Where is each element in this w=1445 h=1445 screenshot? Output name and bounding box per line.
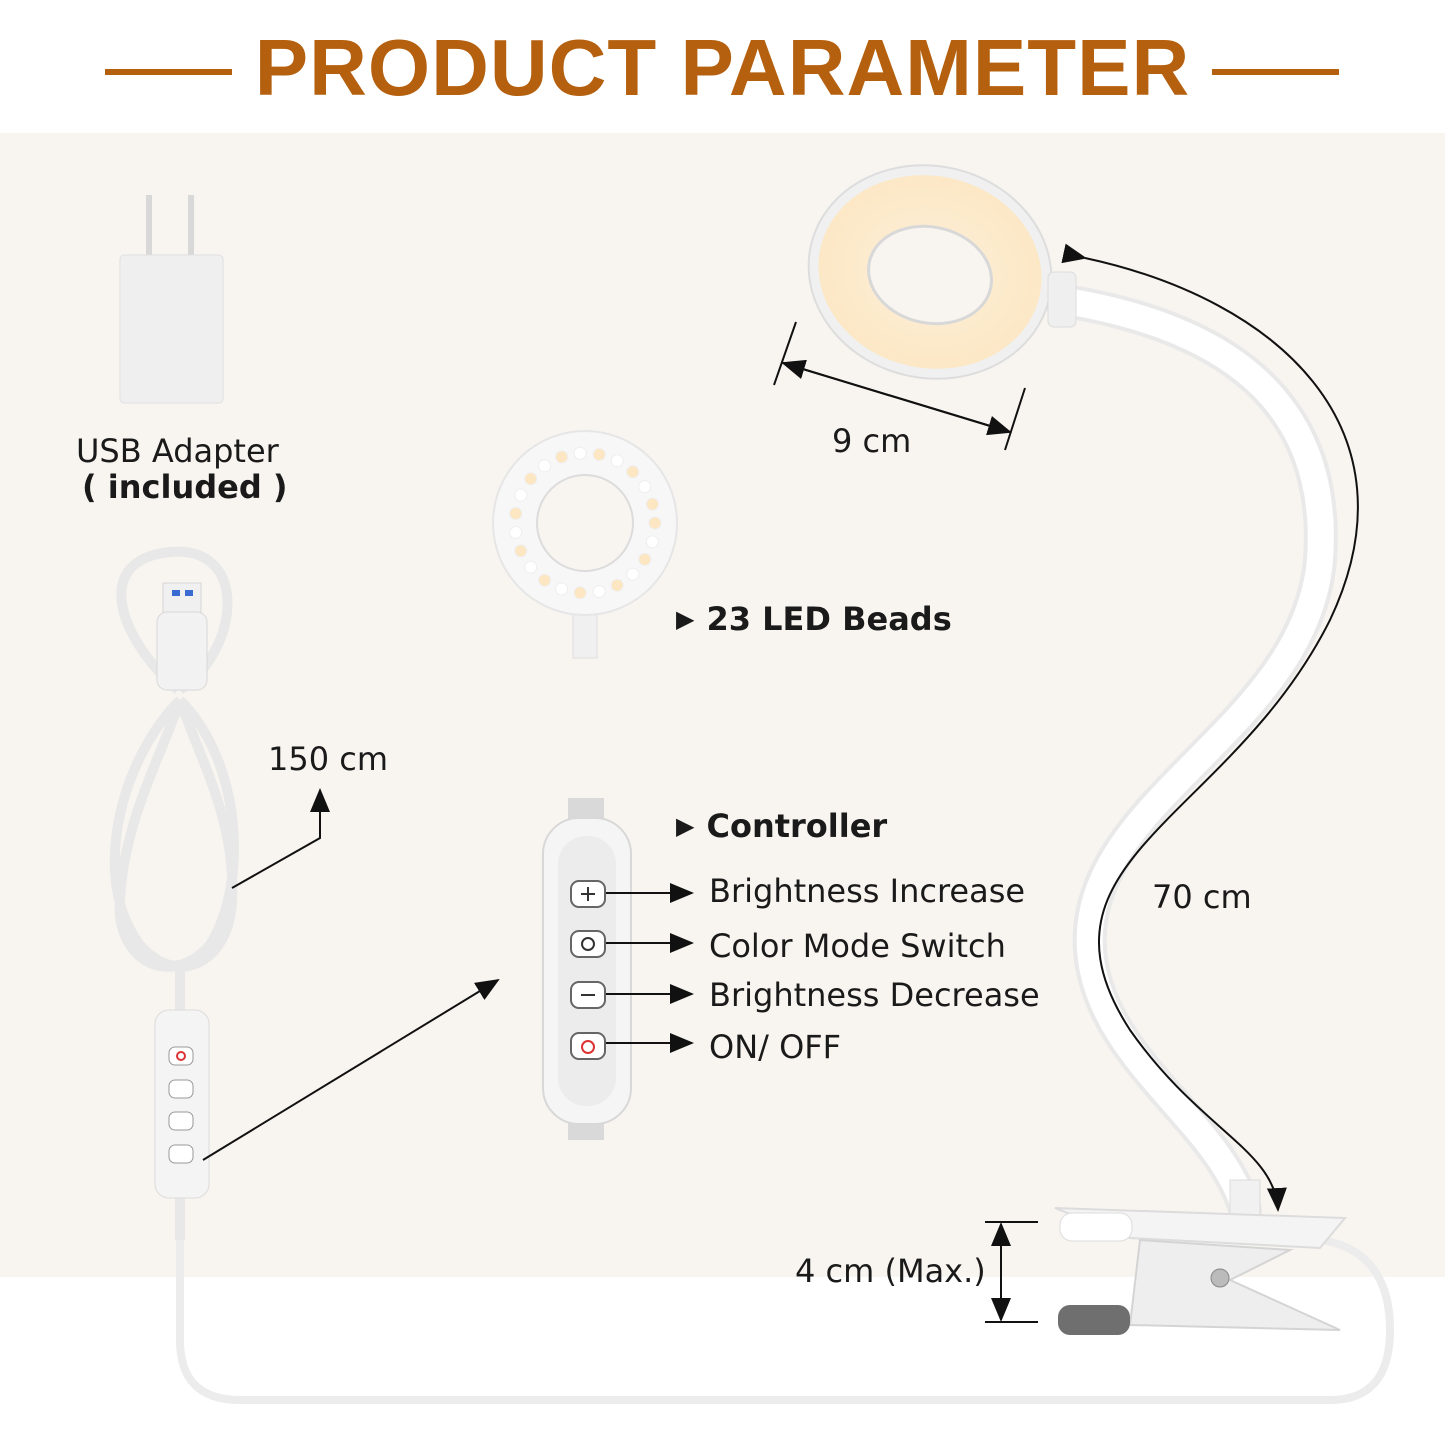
- controller-button-pointers: [606, 883, 694, 1053]
- led-bead: [514, 488, 528, 502]
- led-beads: [509, 446, 662, 600]
- led-bead: [648, 516, 662, 530]
- led-bead: [509, 526, 523, 539]
- inline-controller-icon: [154, 1009, 210, 1199]
- title-rule-right: [1212, 69, 1339, 75]
- gooseneck-length-dimension: [1061, 243, 1359, 1212]
- cable-length-label: 150 cm: [268, 740, 389, 778]
- led-bead: [555, 582, 569, 596]
- lamp-width-label: 9 cm: [832, 422, 912, 460]
- triangle-pointer-icon: ▶: [676, 812, 695, 840]
- color-mode-switch-label: Color Mode Switch: [709, 927, 1006, 965]
- led-beads-label: ▶23 LED Beads: [676, 600, 952, 638]
- led-bead: [610, 454, 624, 468]
- on-off-label: ON/ OFF: [709, 1028, 842, 1066]
- led-bead: [638, 480, 652, 494]
- led-bead: [514, 544, 528, 558]
- led-bead: [610, 578, 624, 592]
- controller-zoom-arrow: [202, 978, 500, 1161]
- usb-plug-icon: [156, 582, 208, 691]
- controller-plus-icon: [570, 880, 606, 908]
- lamp-head-icon: [807, 164, 1077, 380]
- led-bead: [638, 552, 652, 566]
- led-bead: [573, 446, 587, 460]
- led-bead: [592, 585, 606, 598]
- led-bead: [524, 560, 538, 574]
- gooseneck-length-label: 70 cm: [1152, 878, 1252, 916]
- title-rule-left: [105, 69, 232, 75]
- cable-length-leader: [231, 788, 330, 889]
- led-bead: [592, 448, 606, 461]
- clip-opening-label: 4 cm (Max.): [795, 1252, 986, 1290]
- page-title: PRODUCT PARAMETER: [254, 23, 1191, 112]
- lamp-width-dimension: [773, 321, 1026, 451]
- led-bead: [524, 472, 538, 486]
- power-cable: [176, 1234, 1395, 1404]
- led-bead: [538, 573, 552, 587]
- led-bead: [509, 507, 523, 520]
- led-bead: [626, 465, 640, 479]
- controller-minus-icon: [570, 981, 606, 1009]
- header-band: [0, 0, 1445, 133]
- clip-icon: [1054, 1179, 1348, 1335]
- brightness-increase-label: Brightness Increase: [709, 872, 1026, 910]
- led-bead: [626, 567, 640, 581]
- brightness-decrease-label: Brightness Decrease: [709, 976, 1040, 1014]
- adapter-label: USB Adapter: [76, 432, 279, 470]
- controller-icon: [542, 798, 632, 1140]
- controller-title: ▶Controller: [676, 807, 888, 845]
- usb-adapter-icon: [119, 195, 224, 404]
- adapter-included-label: ( included ): [82, 468, 288, 506]
- led-bead: [538, 459, 552, 473]
- led-bead: [573, 586, 587, 600]
- led-bead: [645, 535, 659, 549]
- controller-mode-icon: [570, 930, 606, 958]
- led-bead: [645, 497, 659, 511]
- clip-opening-dimension: [985, 1221, 1038, 1323]
- led-bead: [555, 450, 569, 464]
- triangle-pointer-icon: ▶: [676, 605, 695, 633]
- usb-cable-coil: [109, 546, 239, 1240]
- controller-power-icon: [570, 1032, 606, 1060]
